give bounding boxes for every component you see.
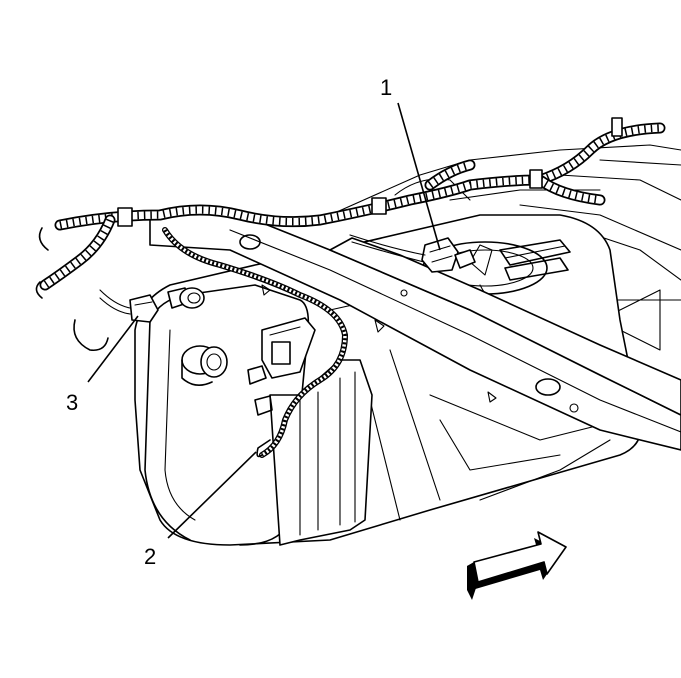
fuel-tank	[134, 214, 642, 546]
callout-3: 3	[66, 390, 78, 415]
leader-2	[167, 451, 257, 539]
leader-1	[397, 102, 441, 251]
fuel-filler-vent	[181, 345, 228, 386]
main-harness	[35, 117, 666, 299]
fuel-pump-harness	[162, 227, 348, 458]
leader-3	[87, 315, 139, 383]
harness-connector-3	[73, 287, 205, 352]
frame-crossmember	[149, 209, 681, 451]
callout-1: 1	[380, 75, 392, 100]
forward-arrow-icon	[467, 531, 567, 600]
callout-leaders	[87, 102, 441, 539]
harness-bracket	[247, 317, 316, 416]
callout-2: 2	[144, 544, 156, 569]
fuel-pump-connector	[349, 234, 476, 273]
